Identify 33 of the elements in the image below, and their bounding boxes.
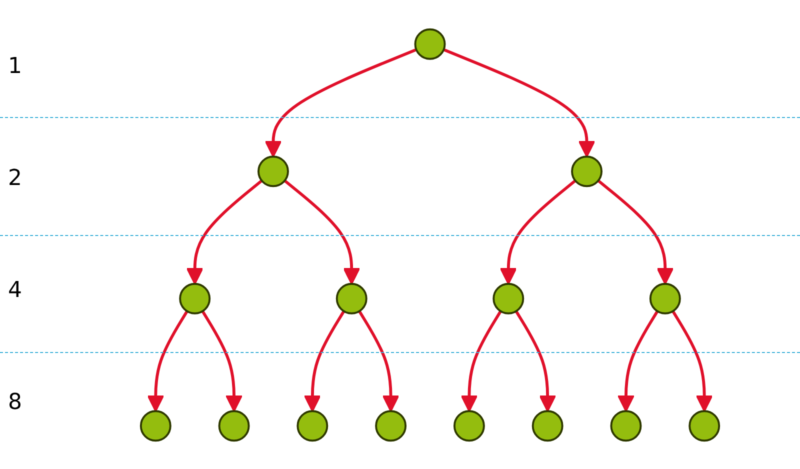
level-count: 8 [7, 390, 23, 416]
arrow [304, 310, 346, 412]
arrow [500, 179, 576, 284]
arrow [358, 310, 400, 412]
arrow [617, 310, 659, 412]
node-ellipse [375, 410, 407, 442]
node-ellipse [336, 282, 368, 314]
level-count: 4 [7, 278, 23, 304]
node-ellipse [414, 28, 446, 60]
arrow [201, 310, 243, 412]
level-count: 2 [7, 166, 23, 191]
arrow [460, 310, 502, 412]
node-ellipse [218, 410, 250, 442]
node-ellipse [571, 155, 602, 187]
arrow [597, 179, 674, 284]
arrow [284, 179, 360, 284]
node-ellipse [140, 410, 172, 442]
arrow [672, 310, 713, 412]
level-count: 1 [7, 54, 23, 79]
node-ellipse [296, 410, 328, 442]
node-ellipse [492, 282, 524, 314]
node-ellipse [649, 282, 681, 314]
node-ellipse [532, 410, 564, 442]
node-ellipse [258, 155, 289, 187]
node-ellipse [610, 410, 642, 442]
node-ellipse [179, 282, 211, 314]
arrow [186, 179, 263, 284]
node-ellipse [688, 410, 720, 442]
arrow [514, 310, 556, 412]
arrow [264, 48, 417, 157]
arrow [147, 310, 188, 412]
arrow [443, 48, 596, 157]
node-ellipse [453, 410, 485, 442]
